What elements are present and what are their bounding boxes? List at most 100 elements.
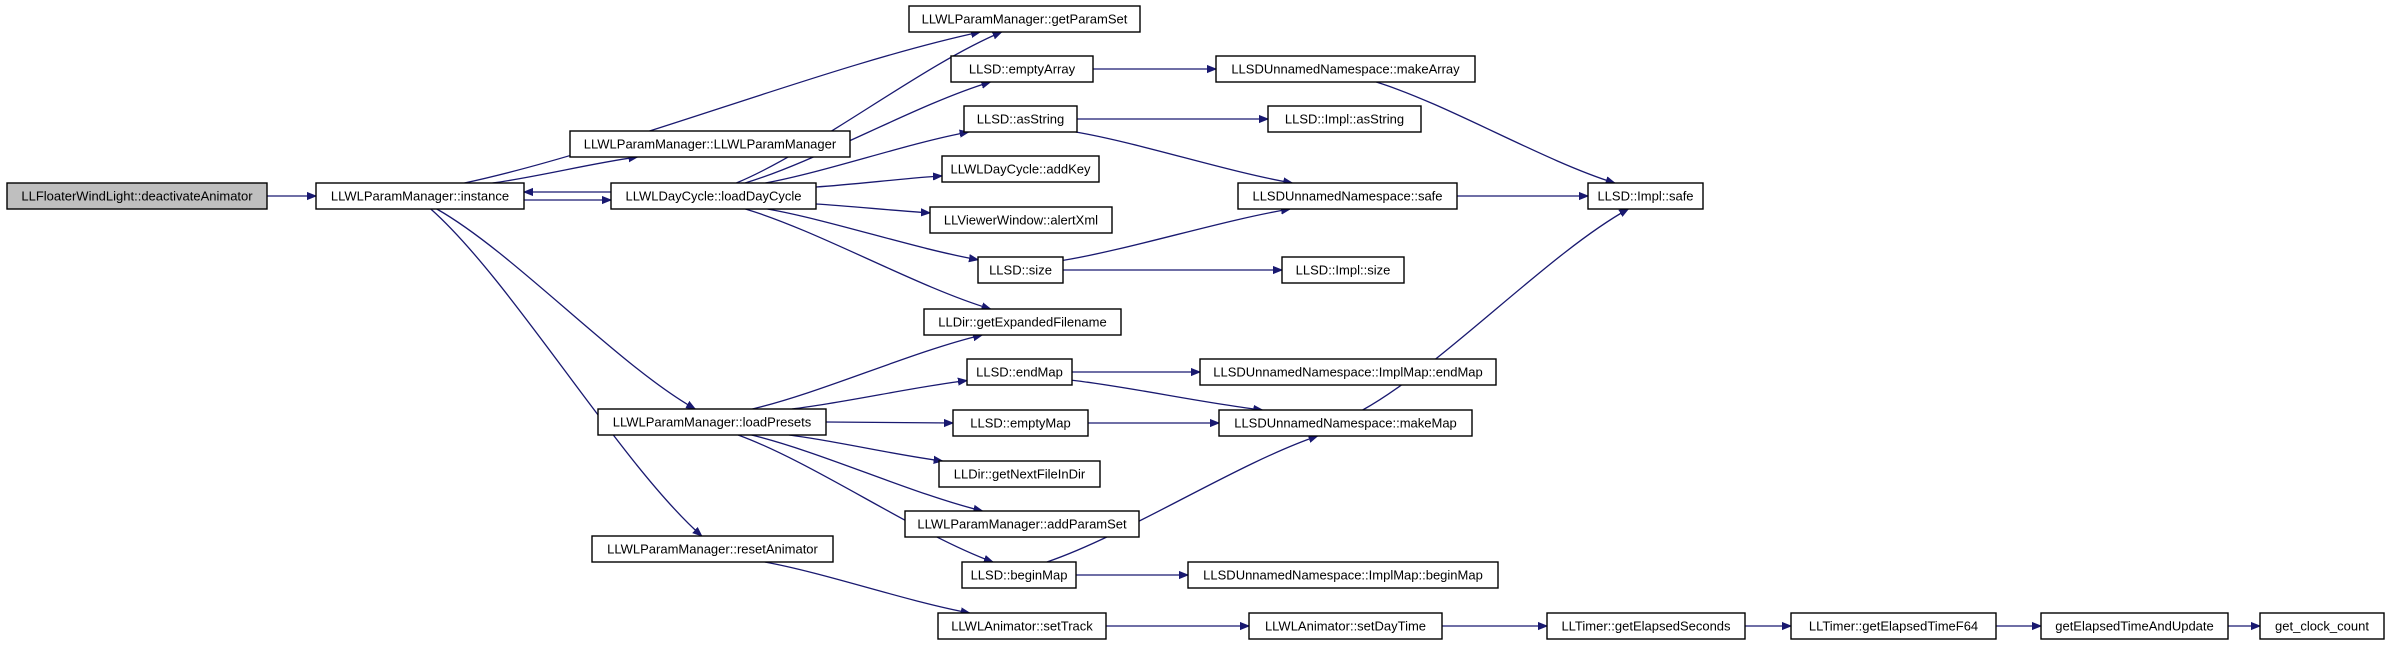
node-label: LLSDUnnamedNamespace::ImplMap::endMap [1213, 365, 1483, 380]
node-setTrack[interactable]: LLWLAnimator::setTrack [937, 612, 1107, 640]
edge-endMap-to-makeMap [1071, 379, 1262, 410]
node-box[interactable] [315, 182, 525, 210]
node-getElapsedSeconds[interactable]: LLTimer::getElapsedSeconds [1546, 612, 1746, 640]
node-box[interactable] [1199, 358, 1497, 386]
node-box[interactable] [923, 308, 1122, 336]
node-label: LLWLDayCycle::addKey [951, 162, 1091, 177]
edge-makeArray-to-implSafe [1376, 81, 1615, 183]
node-loadPresets[interactable]: LLWLParamManager::loadPresets [597, 408, 827, 436]
node-emptyMap[interactable]: LLSD::emptyMap [952, 409, 1089, 437]
edge-loadDayCycle-to-asString [765, 132, 968, 184]
node-box[interactable] [937, 612, 1107, 640]
node-implMapEndMap[interactable]: LLSDUnnamedNamespace::ImplMap::endMap [1199, 358, 1497, 386]
node-box[interactable] [963, 105, 1078, 133]
node-setDayTime[interactable]: LLWLAnimator::setDayTime [1248, 612, 1443, 640]
node-box[interactable] [977, 256, 1064, 284]
edge-loadDayCycle-to-size [767, 208, 978, 260]
edge-loadDayCycle-to-getExpandedFilename [745, 208, 990, 309]
edge-instance-to-ctor [492, 157, 638, 184]
edge-loadDayCycle-to-alertXml [815, 203, 930, 213]
edge-loadPresets-to-getNextFileInDir [788, 434, 943, 461]
node-box[interactable] [950, 55, 1094, 83]
edge-loadDayCycle-to-addKey [815, 176, 942, 188]
node-box[interactable] [1187, 561, 1499, 589]
node-box[interactable] [1267, 105, 1422, 133]
node-makeArray[interactable]: LLSDUnnamedNamespace::makeArray [1215, 55, 1476, 83]
node-addKey[interactable]: LLWLDayCycle::addKey [941, 155, 1100, 183]
node-label: LLSD::asString [977, 112, 1064, 127]
node-label: LLSD::emptyArray [969, 62, 1076, 77]
node-implMapBeginMap[interactable]: LLSDUnnamedNamespace::ImplMap::beginMap [1187, 561, 1499, 589]
node-getExpandedFilename[interactable]: LLDir::getExpandedFilename [923, 308, 1122, 336]
node-box[interactable] [908, 5, 1141, 33]
node-root[interactable]: LLFloaterWindLight::deactivateAnimator [6, 182, 268, 210]
node-addParamSet[interactable]: LLWLParamManager::addParamSet [904, 510, 1140, 538]
node-box[interactable] [1790, 612, 1997, 640]
node-label: LLSDUnnamedNamespace::safe [1252, 189, 1442, 204]
node-label: getElapsedTimeAndUpdate [2055, 619, 2214, 634]
node-asString[interactable]: LLSD::asString [963, 105, 1078, 133]
node-endMap[interactable]: LLSD::endMap [966, 358, 1073, 386]
edge-beginMap-to-makeMap [1046, 436, 1318, 563]
node-box[interactable] [1215, 55, 1476, 83]
node-safe[interactable]: LLSDUnnamedNamespace::safe [1237, 182, 1458, 210]
node-box[interactable] [966, 358, 1073, 386]
node-label: LLSDUnnamedNamespace::ImplMap::beginMap [1203, 568, 1483, 583]
node-label: LLFloaterWindLight::deactivateAnimator [21, 189, 253, 204]
node-getParamSet[interactable]: LLWLParamManager::getParamSet [908, 5, 1141, 33]
node-makeMap[interactable]: LLSDUnnamedNamespace::makeMap [1218, 409, 1473, 437]
node-resetAnimator[interactable]: LLWLParamManager::resetAnimator [591, 535, 834, 563]
node-box[interactable] [904, 510, 1140, 538]
node-box[interactable] [591, 535, 834, 563]
node-box[interactable] [569, 130, 851, 158]
node-label: LLWLParamManager::resetAnimator [607, 542, 818, 557]
node-label: LLWLParamManager::loadPresets [613, 415, 812, 430]
node-label: LLWLParamManager::getParamSet [922, 12, 1128, 27]
edge-loadPresets-to-addParamSet [751, 434, 983, 511]
node-box[interactable] [1248, 612, 1443, 640]
node-instance[interactable]: LLWLParamManager::instance [315, 182, 525, 210]
node-implAsString[interactable]: LLSD::Impl::asString [1267, 105, 1422, 133]
node-getClockCount[interactable]: get_clock_count [2259, 612, 2385, 640]
node-getElapsedTimeF64[interactable]: LLTimer::getElapsedTimeF64 [1790, 612, 1997, 640]
edge-size-to-safe [1062, 209, 1290, 262]
node-label: get_clock_count [2275, 619, 2369, 634]
node-box[interactable] [1587, 182, 1704, 210]
node-box[interactable] [610, 182, 817, 210]
node-box[interactable] [597, 408, 827, 436]
node-box[interactable] [941, 155, 1100, 183]
node-box[interactable] [2040, 612, 2229, 640]
node-emptyArray[interactable]: LLSD::emptyArray [950, 55, 1094, 83]
edge-loadPresets-to-beginMap [737, 434, 993, 562]
node-box[interactable] [1281, 256, 1405, 284]
node-box[interactable] [1218, 409, 1473, 437]
node-label: LLWLParamManager::LLWLParamManager [584, 137, 837, 152]
node-label: LLSD::Impl::size [1296, 263, 1391, 278]
node-size[interactable]: LLSD::size [977, 256, 1064, 284]
node-getElapsedTimeAndUpdate[interactable]: getElapsedTimeAndUpdate [2040, 612, 2229, 640]
node-box[interactable] [1237, 182, 1458, 210]
node-box[interactable] [938, 460, 1101, 488]
node-box[interactable] [961, 561, 1077, 589]
node-getNextFileInDir[interactable]: LLDir::getNextFileInDir [938, 460, 1101, 488]
edge-resetAnimator-to-setTrack [764, 561, 970, 613]
node-label: LLSDUnnamedNamespace::makeMap [1234, 416, 1457, 431]
node-alertXml[interactable]: LLViewerWindow::alertXml [929, 206, 1113, 234]
node-label: LLSD::endMap [976, 365, 1063, 380]
node-label: LLSD::Impl::safe [1597, 189, 1693, 204]
node-loadDayCycle[interactable]: LLWLDayCycle::loadDayCycle [610, 182, 817, 210]
node-box[interactable] [929, 206, 1113, 234]
node-box[interactable] [1546, 612, 1746, 640]
node-box[interactable] [2259, 612, 2385, 640]
node-label: LLDir::getNextFileInDir [954, 467, 1086, 482]
edge-loadPresets-to-endMap [791, 381, 967, 410]
node-box[interactable] [6, 182, 268, 210]
node-implSafe[interactable]: LLSD::Impl::safe [1587, 182, 1704, 210]
node-box[interactable] [952, 409, 1089, 437]
node-label: LLSDUnnamedNamespace::makeArray [1231, 62, 1460, 77]
node-implSize[interactable]: LLSD::Impl::size [1281, 256, 1405, 284]
edge-loadDayCycle-to-getParamSet [736, 31, 1001, 184]
node-ctor[interactable]: LLWLParamManager::LLWLParamManager [569, 130, 851, 158]
node-beginMap[interactable]: LLSD::beginMap [961, 561, 1077, 589]
